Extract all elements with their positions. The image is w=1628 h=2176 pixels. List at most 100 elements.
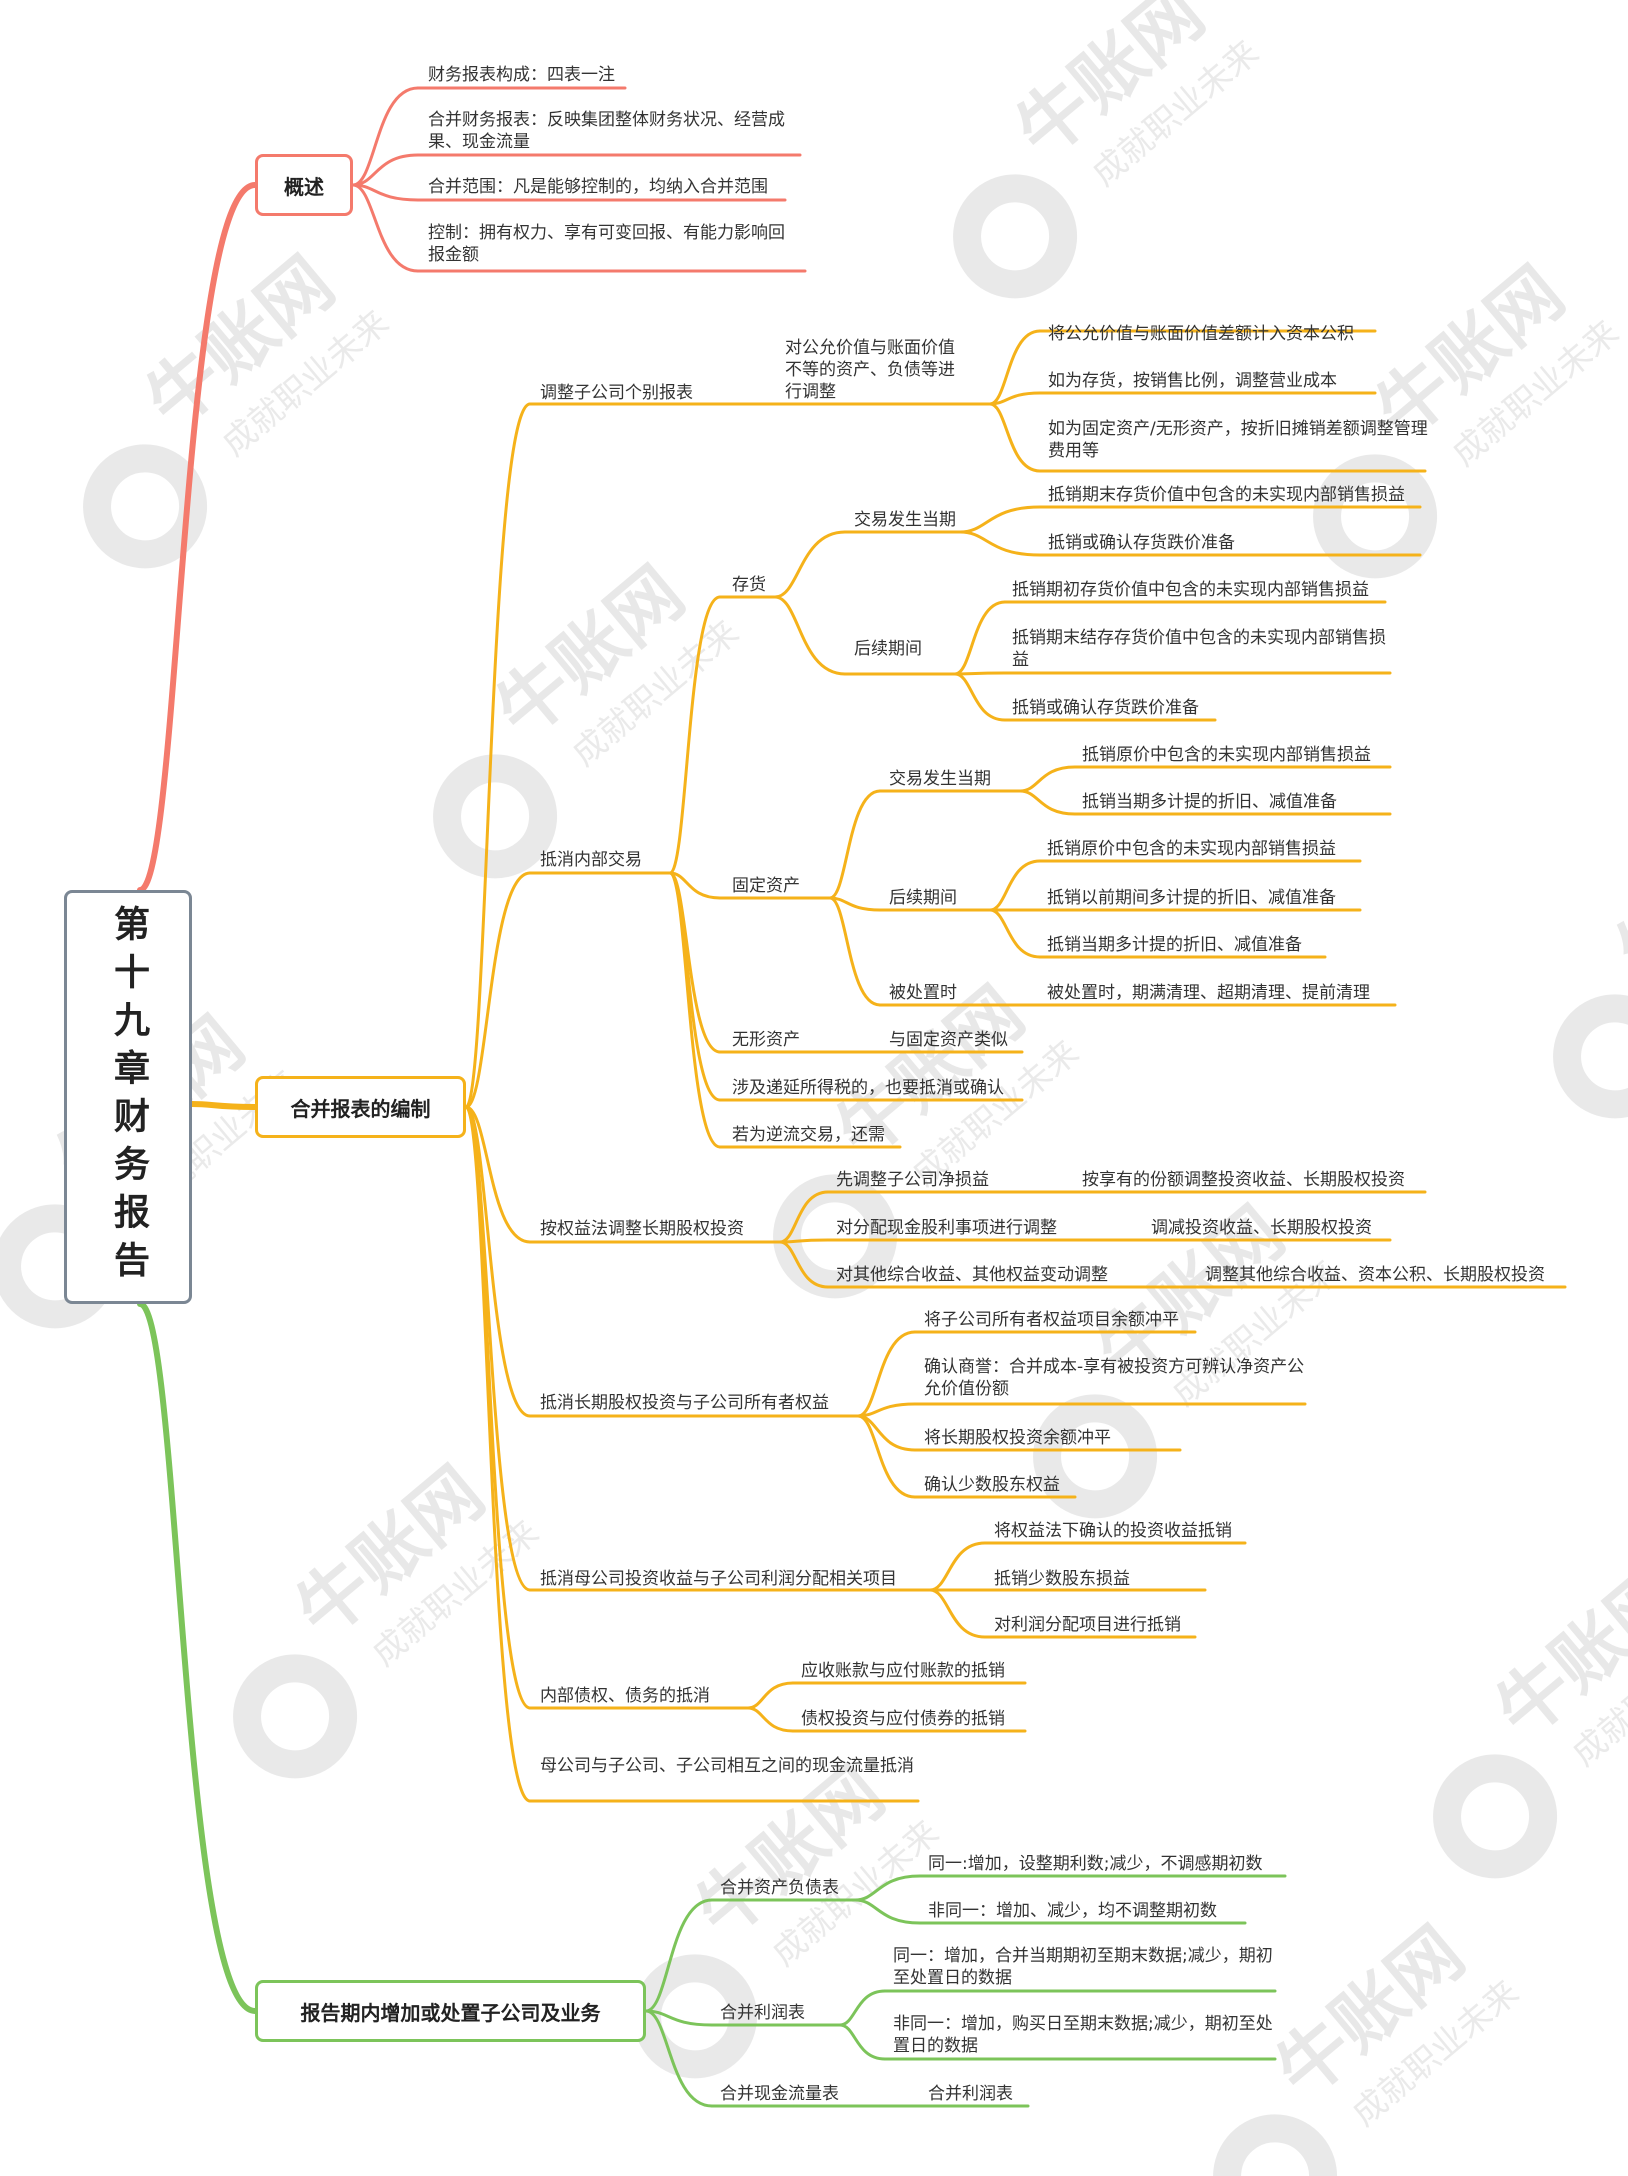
- connector: [137, 182, 258, 893]
- connector: [828, 896, 882, 1007]
- connector: [773, 530, 847, 599]
- leaf: 如为存货，按销售比例，调整营业成本: [1048, 371, 1337, 391]
- branch-gaishu-label: 概述: [284, 174, 324, 199]
- connector: [853, 1898, 922, 1925]
- node-zichan: 合并资产负债表: [720, 1878, 839, 1898]
- connector: [838, 2023, 887, 2061]
- leaf: 非同一：增加，购买日至期末数据;减少，期初至处置日的数据: [893, 2014, 1273, 2056]
- node-guding-houxu: 后续期间: [889, 888, 957, 908]
- leaf: 确认少数股东权益: [924, 1475, 1060, 1495]
- leaf: 将子公司所有者权益项目余额冲平: [924, 1310, 1179, 1330]
- connector: [856, 1330, 917, 1418]
- branch-baogao-label: 报告期内增加或处置子公司及业务: [300, 2000, 601, 2025]
- node-quanyi-row: 先调整子公司净损益: [836, 1170, 989, 1190]
- gaishu-item: 财务报表构成：四表一注: [428, 65, 615, 85]
- connector: [746, 1706, 795, 1733]
- connector: [644, 2009, 714, 2108]
- node-quanyi-row: 对其他综合收益、其他权益变动调整: [836, 1265, 1108, 1285]
- leaf: 非同一：增加、减少，均不调整期初数: [928, 1901, 1217, 1921]
- leaf: 抵销或确认存货跌价准备: [1012, 698, 1199, 718]
- branch-baogao: 报告期内增加或处置子公司及业务: [255, 1980, 646, 2042]
- gaishu-item: 合并财务报表：反映集团整体财务状况、经营成果、现金流量: [428, 110, 785, 152]
- leaf: 按享有的份额调整投资收益、长期股权投资: [1082, 1170, 1405, 1190]
- node-wuxing: 无形资产: [732, 1030, 800, 1050]
- leaf: 抵销期末结存存货价值中包含的未实现内部销售损益: [1012, 628, 1386, 670]
- node-xianjinliu: 合并现金流量表: [720, 2084, 839, 2104]
- connector: [958, 530, 1042, 557]
- connector: [189, 1101, 258, 1110]
- connector: [351, 183, 420, 273]
- connector: [351, 153, 420, 187]
- node-touzi: 抵消母公司投资收益与子公司利润分配相关项目: [540, 1569, 897, 1589]
- connector: [137, 1301, 258, 2014]
- connector: [988, 908, 1042, 959]
- connector: [668, 595, 722, 875]
- root-title: 第十九章财务报告: [108, 905, 149, 1289]
- leaf: 对利润分配项目进行抵销: [994, 1615, 1181, 1635]
- connector: [988, 329, 1042, 406]
- leaf: 调减投资收益、长期股权投资: [1151, 1218, 1372, 1238]
- leaf: 应收账款与应付账款的抵销: [801, 1661, 1005, 1681]
- connector: [828, 789, 882, 900]
- leaf: 抵销少数股东损益: [994, 1569, 1130, 1589]
- node-tiaozheng-sub: 对公允价值与账面价值不等的资产、负债等进行调整: [785, 338, 955, 402]
- leaf: 合并利润表: [928, 2084, 1013, 2104]
- node-cunhuo-dangqi: 交易发生当期: [854, 510, 956, 530]
- connector: [778, 1240, 830, 1289]
- leaf: 调整其他综合收益、资本公积、长期股权投资: [1205, 1265, 1545, 1285]
- connector: [928, 1541, 987, 1592]
- gaishu-item: 合并范围：凡是能够控制的，均纳入合并范围: [428, 177, 768, 197]
- node-guding-dangqi: 交易发生当期: [889, 769, 991, 789]
- node-suodeshui: 涉及递延所得税的，也要抵消或确认: [732, 1078, 1004, 1098]
- node-zhaiquan: 内部债权、债务的抵消: [540, 1686, 710, 1706]
- leaf: 如为固定资产/无形资产，按折旧摊销差额调整管理费用等: [1048, 419, 1428, 461]
- connector: [856, 1414, 917, 1499]
- connector: [778, 1190, 830, 1244]
- leaf: 确认商誉：合并成本-享有被投资方可辨认净资产公允价值份额: [924, 1357, 1305, 1399]
- connector: [988, 402, 1042, 473]
- node-quanyi-row: 对分配现金股利事项进行调整: [836, 1218, 1057, 1238]
- leaf: 抵销期末存货价值中包含的未实现内部销售损益: [1048, 485, 1405, 505]
- node-guding-chuzhi: 被处置时: [889, 983, 957, 1003]
- node-niliu: 若为逆流交易，还需: [732, 1125, 885, 1145]
- connector: [953, 672, 1007, 722]
- connector: [838, 1989, 887, 2027]
- node-tiaozheng: 调整子公司个别报表: [540, 383, 693, 403]
- node-cunhuo: 存货: [732, 575, 766, 595]
- leaf: 与固定资产类似: [889, 1030, 1008, 1050]
- root-node: 第十九章财务报告: [64, 890, 192, 1304]
- branch-gaishu: 概述: [255, 154, 353, 216]
- connector: [464, 402, 532, 1109]
- connector: [464, 871, 532, 1109]
- connector: [953, 671, 1007, 676]
- leaf: 同一：增加，合并当期期初至期末数据;减少，期初至处置日的数据: [893, 1946, 1273, 1988]
- node-xianjin: 母公司与子公司、子公司相互之间的现金流量抵消: [540, 1756, 914, 1776]
- leaf: 抵销以前期间多计提的折旧、减值准备: [1047, 888, 1336, 908]
- leaf: 将公允价值与账面价值差额计入资本公积: [1048, 324, 1354, 344]
- branch-bianzhi: 合并报表的编制: [255, 1076, 466, 1138]
- connector: [958, 505, 1042, 534]
- node-dixiao: 抵消内部交易: [540, 850, 642, 870]
- node-quanyi: 按权益法调整长期股权投资: [540, 1219, 744, 1239]
- leaf: 抵销或确认存货跌价准备: [1048, 533, 1235, 553]
- connector: [644, 2009, 714, 2027]
- node-guding: 固定资产: [732, 876, 800, 896]
- connector: [351, 86, 420, 187]
- leaf: 抵销当期多计提的折旧、减值准备: [1047, 935, 1302, 955]
- leaf: 将权益法下确认的投资收益抵销: [994, 1521, 1232, 1541]
- leaf: 被处置时，期满清理、超期清理、提前清理: [1047, 983, 1370, 1003]
- branch-bianzhi-label: 合并报表的编制: [290, 1096, 431, 1121]
- node-lirun: 合并利润表: [720, 2003, 805, 2023]
- connector: [953, 600, 1007, 676]
- leaf: 抵销当期多计提的折旧、减值准备: [1082, 792, 1337, 812]
- node-cunhuo-houxu: 后续期间: [854, 639, 922, 659]
- node-changqi: 抵消长期股权投资与子公司所有者权益: [540, 1393, 829, 1413]
- connector: [464, 1105, 532, 1244]
- leaf: 债权投资与应付债券的抵销: [801, 1709, 1005, 1729]
- leaf: 抵销期初存货价值中包含的未实现内部销售损益: [1012, 580, 1369, 600]
- connector: [1018, 789, 1077, 816]
- connector: [668, 871, 722, 1149]
- connector: [773, 595, 847, 676]
- leaf: 将长期股权投资余额冲平: [924, 1428, 1111, 1448]
